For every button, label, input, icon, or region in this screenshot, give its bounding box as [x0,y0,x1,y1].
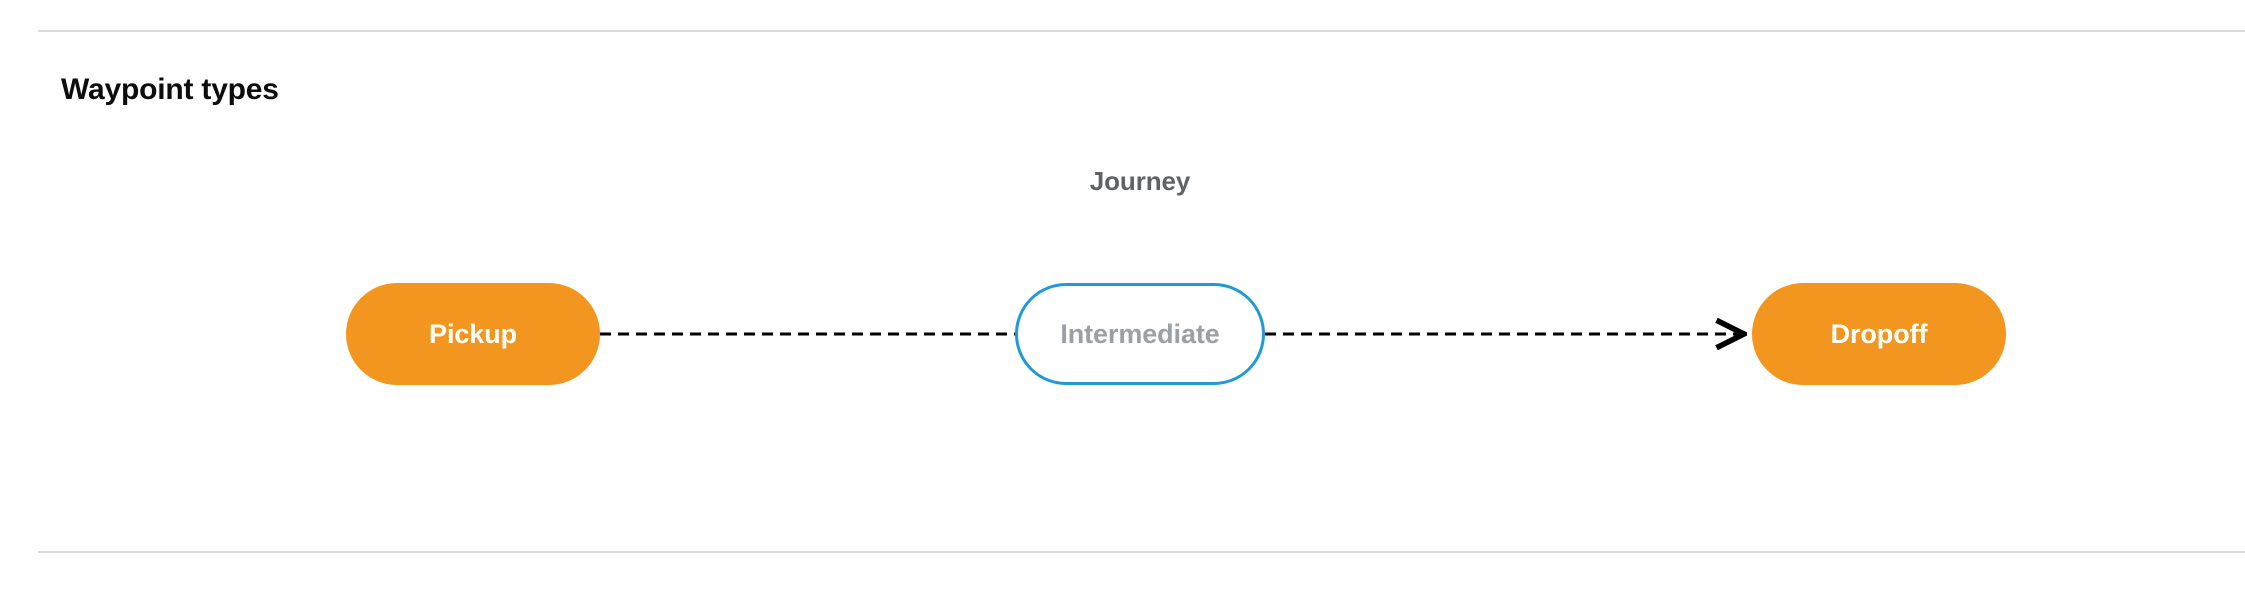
node-intermediate[interactable]: Intermediate [1015,283,1265,385]
divider-bottom [38,551,2245,553]
cluster-label-journey: Journey [1089,166,1191,196]
page-title: Waypoint types [61,73,279,106]
node-pickup[interactable]: Pickup [346,283,600,385]
divider-top [38,30,2245,32]
node-dropoff[interactable]: Dropoff [1752,283,2006,385]
